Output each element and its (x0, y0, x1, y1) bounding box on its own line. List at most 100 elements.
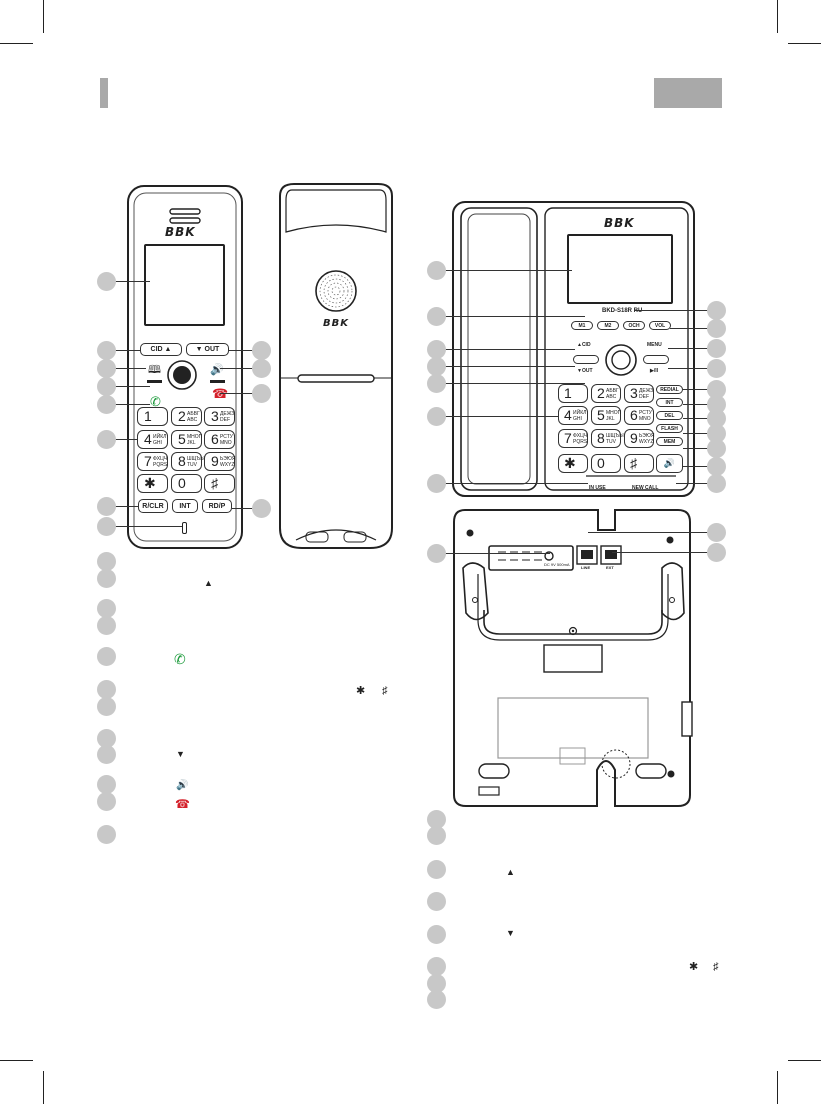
key-digit: 6 (211, 431, 219, 447)
new-call-label: NEW CALL (632, 485, 659, 491)
phonebook-icon[interactable]: 🕮 (148, 364, 161, 376)
callout-marker (96, 340, 116, 360)
rdp-button[interactable]: RD/P (202, 499, 232, 513)
callout-marker (96, 696, 116, 716)
callout-marker (426, 989, 446, 1009)
callout-marker (96, 598, 116, 618)
callout-marker (426, 356, 446, 376)
key-digit: 7 (564, 430, 572, 446)
base-key[interactable]: 0 (591, 454, 621, 473)
key-digit: 2 (597, 385, 605, 401)
key-digit: 5 (178, 431, 186, 447)
base-int-button[interactable]: INT (656, 398, 683, 407)
callout-leader (229, 350, 261, 351)
base-key[interactable]: ✱ (558, 454, 588, 473)
microphone (182, 522, 187, 534)
m3-button[interactable]: OCH (623, 321, 645, 330)
redial-button[interactable]: REDIAL (656, 385, 683, 394)
callout-leader (232, 508, 261, 509)
flash-button[interactable]: FLASH (656, 424, 683, 433)
call-green-icon[interactable]: ✆ (150, 394, 161, 409)
callout-marker (96, 679, 116, 699)
vol-button[interactable]: VOL (649, 321, 671, 330)
key-letters: ИЙКЛ GHI (153, 434, 167, 446)
key-digit: ♯ (211, 475, 218, 491)
callout-marker (426, 859, 446, 879)
key-letters: ДЕЖЗ DEF (639, 388, 654, 400)
callout-marker (96, 824, 116, 844)
key-letters: ФХЦЧ PQRS (153, 456, 168, 468)
handset-key[interactable]: ✱ (137, 474, 168, 493)
out-down-button[interactable]: ▼ OUT (186, 343, 229, 356)
callout-marker (96, 376, 116, 396)
in-use-label: IN USE (589, 485, 606, 491)
key-digit: 4 (564, 407, 572, 423)
callout-marker (96, 728, 116, 748)
legend-star-icon: ✱ (356, 685, 366, 697)
key-digit: 2 (178, 408, 186, 424)
mem-button[interactable]: MEM (656, 437, 683, 446)
m2-button[interactable]: M2 (597, 321, 619, 330)
handset-display (144, 244, 225, 326)
callout-marker (706, 394, 726, 414)
base-legend-star-icon: ✱ (689, 961, 699, 973)
line-port[interactable] (577, 546, 597, 564)
speaker-icon[interactable]: 🔊 (210, 364, 224, 376)
callout-leader (683, 404, 716, 405)
key-letters: АБВГ ABC (606, 388, 619, 400)
base-key[interactable]: ♯ (624, 454, 654, 473)
ext-port[interactable] (601, 546, 621, 564)
callout-marker (706, 379, 726, 399)
handset-key[interactable]: 0 (171, 474, 202, 493)
key-digit: 0 (178, 475, 186, 491)
base-menu-button[interactable] (643, 355, 669, 364)
key-letters: МНОП JKL (187, 434, 203, 446)
callout-leader (436, 349, 575, 350)
del-button[interactable]: DEL (656, 411, 683, 420)
base-speaker-button[interactable]: 🔊 (656, 454, 683, 473)
legend-speaker-icon: 🔊 (176, 780, 189, 791)
key-digit: 1 (144, 408, 152, 424)
base-speaker-icon: 🔊 (663, 458, 676, 468)
menu-label: MENU (647, 342, 662, 348)
cid-label: ▲CID (577, 342, 591, 348)
key-digit: 3 (211, 408, 219, 424)
legend-end-call-icon: ☎ (175, 797, 190, 811)
handset-key[interactable]: 1 (137, 407, 168, 426)
m1-button[interactable]: M1 (571, 321, 593, 330)
key-digit: ✱ (564, 455, 576, 471)
key-digit: 7 (144, 453, 152, 469)
callout-marker (426, 473, 446, 493)
key-letters: ШЩЪЫ TUV (187, 456, 205, 468)
base-key[interactable]: 1 (558, 384, 588, 403)
callout-leader (106, 350, 140, 351)
key-digit: 5 (597, 407, 605, 423)
key-digit: 9 (211, 453, 219, 469)
key-letters: ШЩЪЫ TUV (606, 433, 624, 445)
key-digit: 9 (630, 430, 638, 446)
rclr-button[interactable]: R/CLR (138, 499, 168, 513)
base-cid-button[interactable] (573, 355, 599, 364)
back-brand: BBK (323, 318, 349, 329)
language-tab (654, 78, 722, 108)
handset-key[interactable]: ♯ (204, 474, 235, 493)
cid-up-button[interactable]: CID ▲ (140, 343, 182, 356)
int-button[interactable]: INT (172, 499, 198, 513)
